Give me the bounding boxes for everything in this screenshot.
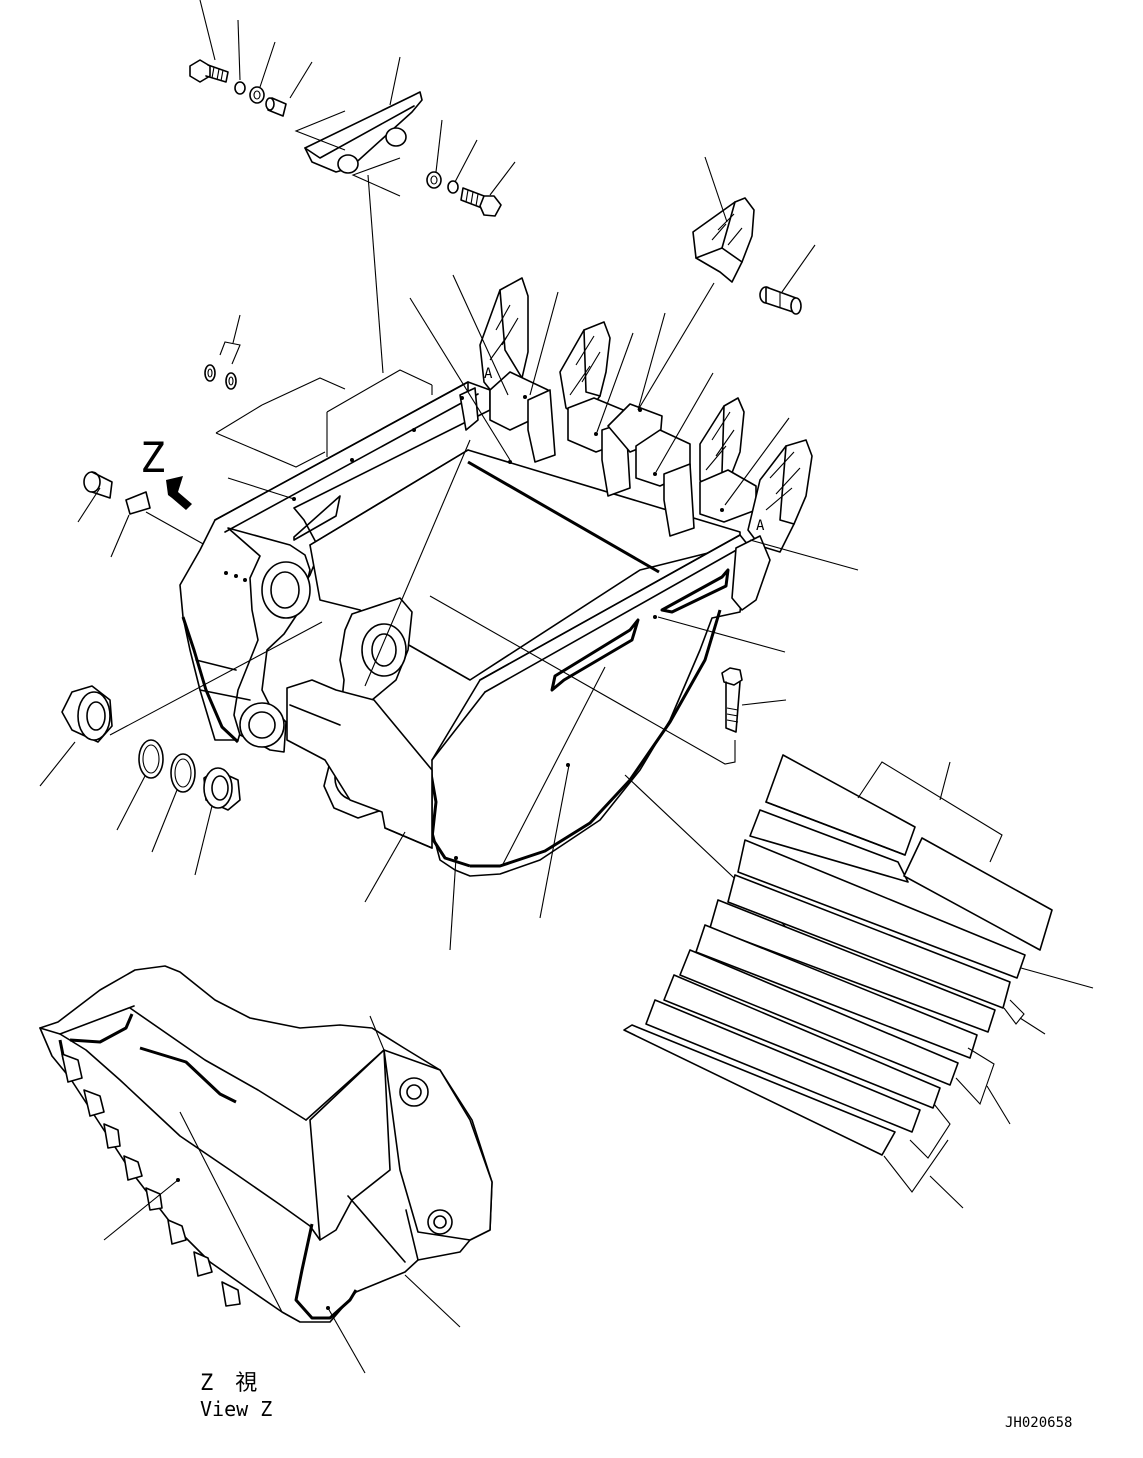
weld-dots [224, 395, 724, 860]
liner-plate-11 [623, 1024, 896, 1156]
liner-plate-7 [695, 924, 978, 1059]
drawing-number: JH020658 [1005, 1415, 1072, 1431]
liner-plate-2 [749, 809, 909, 883]
side-cutter-assembly [189, 0, 516, 374]
nut-part [249, 86, 265, 104]
leader-lines-top [199, 0, 516, 374]
view-z-label-jp: Z 視 [200, 1371, 257, 1396]
corner-label-a-left: A [484, 366, 493, 382]
liner-plate-9 [663, 974, 941, 1109]
bolt-part-2 [460, 187, 502, 217]
bolt-part-3 [429, 595, 787, 765]
view-z-teeth [61, 1053, 241, 1307]
liner-plate-8 [679, 949, 959, 1086]
liner-plate-6 [709, 899, 996, 1033]
view-z-drawing [39, 965, 493, 1374]
bucket-bottom-tube [286, 679, 433, 849]
liner-plate-4 [737, 839, 1026, 979]
liner-plate-5 [727, 874, 1011, 1009]
bolt-part [189, 59, 229, 83]
view-z-arrow [166, 476, 192, 510]
liner-plate-3 [903, 837, 1053, 951]
liner-plates [623, 754, 1094, 1209]
collar-bushing-part [203, 767, 241, 811]
tooth-pin-part [759, 286, 802, 315]
bucket-pin-boss-left [227, 527, 311, 753]
tooth-row [479, 277, 813, 611]
view-z-marker: Z [140, 433, 192, 510]
spring-washer-part [234, 81, 246, 95]
spring-washer-part-2 [447, 180, 459, 194]
z-mark: Z [140, 433, 165, 482]
bushing-part [61, 685, 113, 743]
tooth-detail [637, 156, 816, 411]
side-cutter-part [304, 91, 423, 174]
nut-part-2 [426, 171, 442, 189]
pin-part [265, 97, 287, 117]
collar-part [125, 491, 151, 515]
bushing-set [39, 621, 323, 876]
view-z-label-en: View Z [200, 1397, 272, 1421]
shim-washers [204, 314, 433, 468]
plug-part [77, 471, 215, 558]
leader-lines-main [227, 274, 859, 977]
bucket-back-wall [309, 449, 741, 681]
liner-plate-10 [645, 999, 921, 1133]
corner-label-a-right: A [756, 518, 765, 534]
